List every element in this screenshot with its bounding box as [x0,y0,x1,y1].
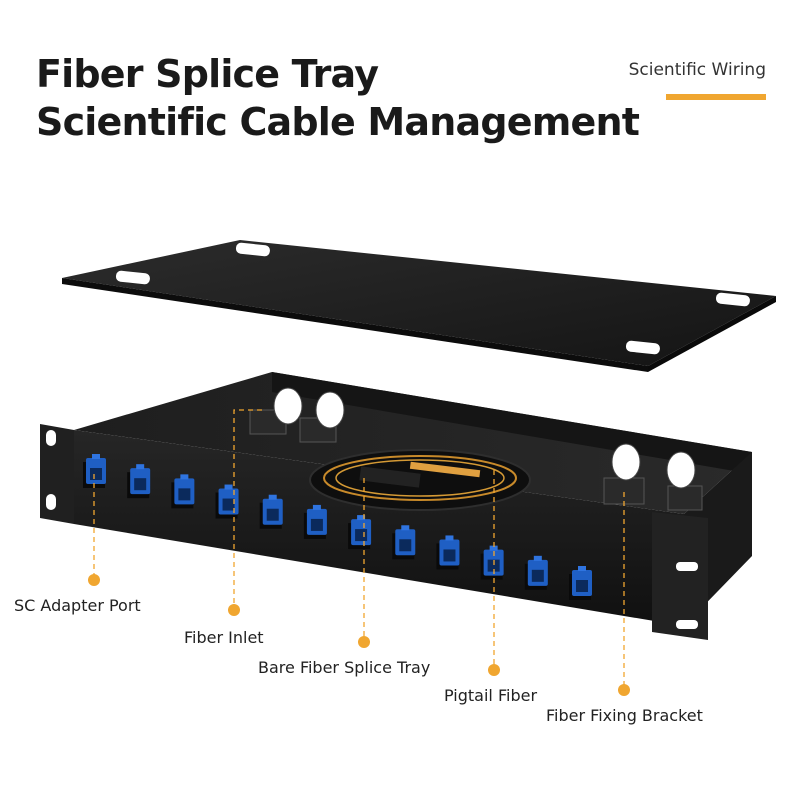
callout-line-fiber-inlet [233,409,262,606]
sc-adapter [524,555,548,590]
sc-adapter [480,545,504,580]
label-pigtail-fiber: Pigtail Fiber [444,686,538,705]
sc-adapter [127,464,151,499]
cable-grommet [611,443,641,481]
sc-adapter [303,504,327,539]
sc-adapter [348,515,372,550]
lid-slot [715,292,750,307]
callout-dot-fiber-fixing-bracket [618,684,630,696]
callout-dot-pigtail-fiber [488,664,500,676]
cable-grommet [315,391,345,429]
sc-adapter [215,484,239,519]
fiber-inlet-brackets [249,387,345,443]
splice-tray [309,449,531,511]
sc-adapter [569,566,592,600]
callout-lines [88,409,630,696]
sc-adapter [83,454,106,488]
cover-lid [62,240,776,372]
cable-grommet [666,451,696,489]
label-fiber-fixing-bracket: Fiber Fixing Bracket [546,706,703,725]
lid-slot [235,242,270,257]
title-line-1: Fiber Splice Tray [36,52,379,96]
sc-adapter [171,474,195,509]
label-bare-fiber-splice-tray: Bare Fiber Splice Tray [258,658,431,677]
lid-slot [625,340,660,355]
label-fiber-inlet: Fiber Inlet [184,628,264,647]
accent-bar [666,94,766,100]
callout-dot-bare-fiber-splice-tray [358,636,370,648]
page-title: Fiber Splice Tray Scientific Cable Manag… [36,50,640,146]
callout-dot-fiber-inlet [228,604,240,616]
sc-adapter [259,494,283,529]
fiber-fixing-brackets [603,443,703,511]
tagline: Scientific Wiring [628,60,766,80]
title-line-2: Scientific Cable Management [36,100,640,144]
sc-adapter-row [83,454,592,600]
cable-grommet [273,387,303,425]
lid-slot [115,270,150,285]
callout-dot-sc-adapter-port [88,574,100,586]
rack-ear-left [40,424,74,524]
sc-adapter [436,535,460,570]
rack-ear-right [652,512,708,640]
sc-adapter [392,525,416,560]
label-sc-adapter-port: SC Adapter Port [14,596,141,615]
